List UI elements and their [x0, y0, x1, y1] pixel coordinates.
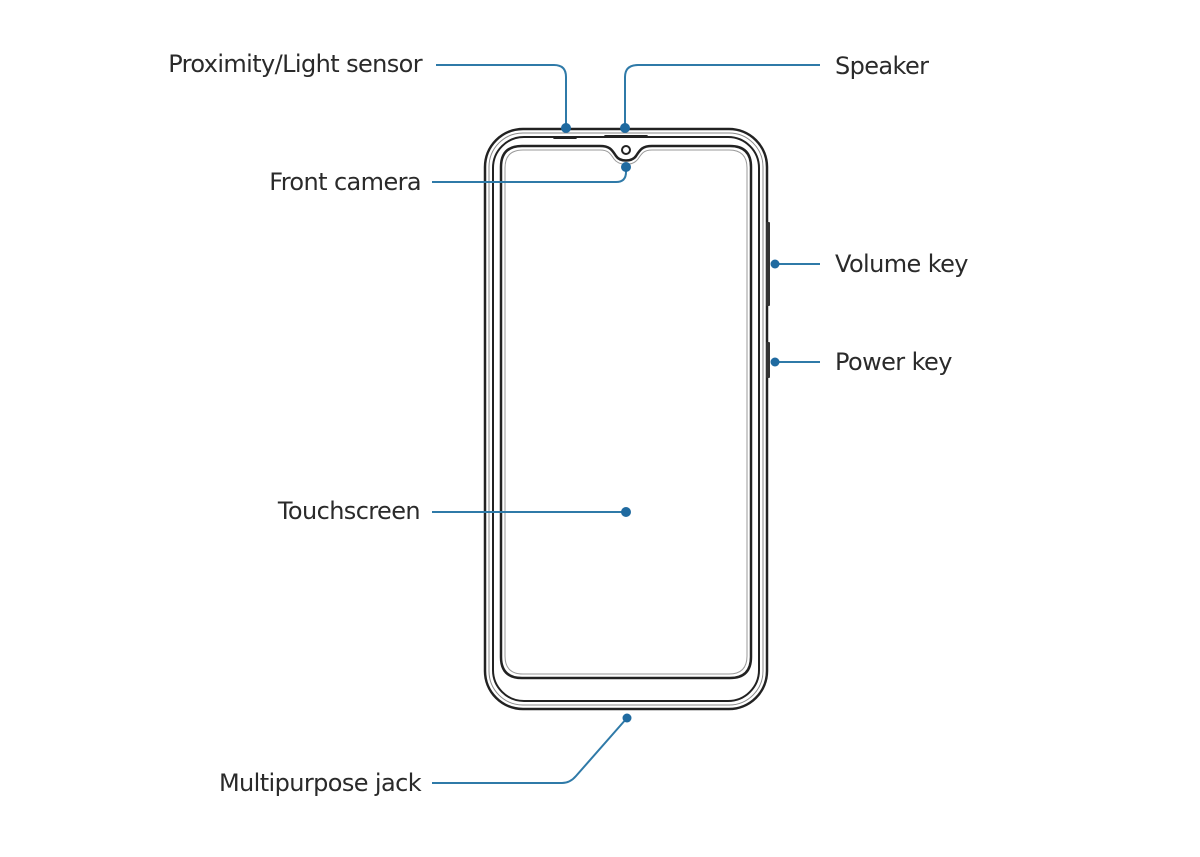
front-camera-lens: [621, 145, 631, 155]
front-camera-leader-line: [432, 167, 627, 183]
label-touchscreen: Touchscreen: [277, 497, 421, 525]
touchscreen-outline: [499, 144, 753, 680]
multipurpose-jack-leader-line: [432, 717, 628, 784]
label-power-key: Power key: [835, 348, 952, 376]
label-volume-key: Volume key: [835, 250, 969, 278]
front-camera-dot: [621, 162, 631, 172]
speaker-leader-line: [624, 64, 820, 128]
touchscreen-dot: [621, 507, 631, 517]
label-proximity-light-sensor: Proximity/Light sensor: [168, 50, 422, 78]
multipurpose-jack-dot: [622, 713, 632, 723]
volume-dot: [770, 259, 780, 269]
proximity-leader-line: [436, 64, 567, 128]
power-key-shape: [766, 342, 770, 378]
volume-key-shape: [766, 222, 770, 306]
power-dot: [770, 357, 780, 367]
phone-outline: [483, 127, 769, 711]
speaker-slot: [604, 135, 648, 138]
label-speaker: Speaker: [835, 52, 929, 80]
label-multipurpose-jack: Multipurpose jack: [218, 769, 422, 797]
label-front-camera: Front camera: [269, 168, 421, 196]
proximity-sensor-slot: [553, 136, 577, 139]
speaker-dot: [620, 123, 630, 133]
proximity-dot: [561, 123, 571, 133]
